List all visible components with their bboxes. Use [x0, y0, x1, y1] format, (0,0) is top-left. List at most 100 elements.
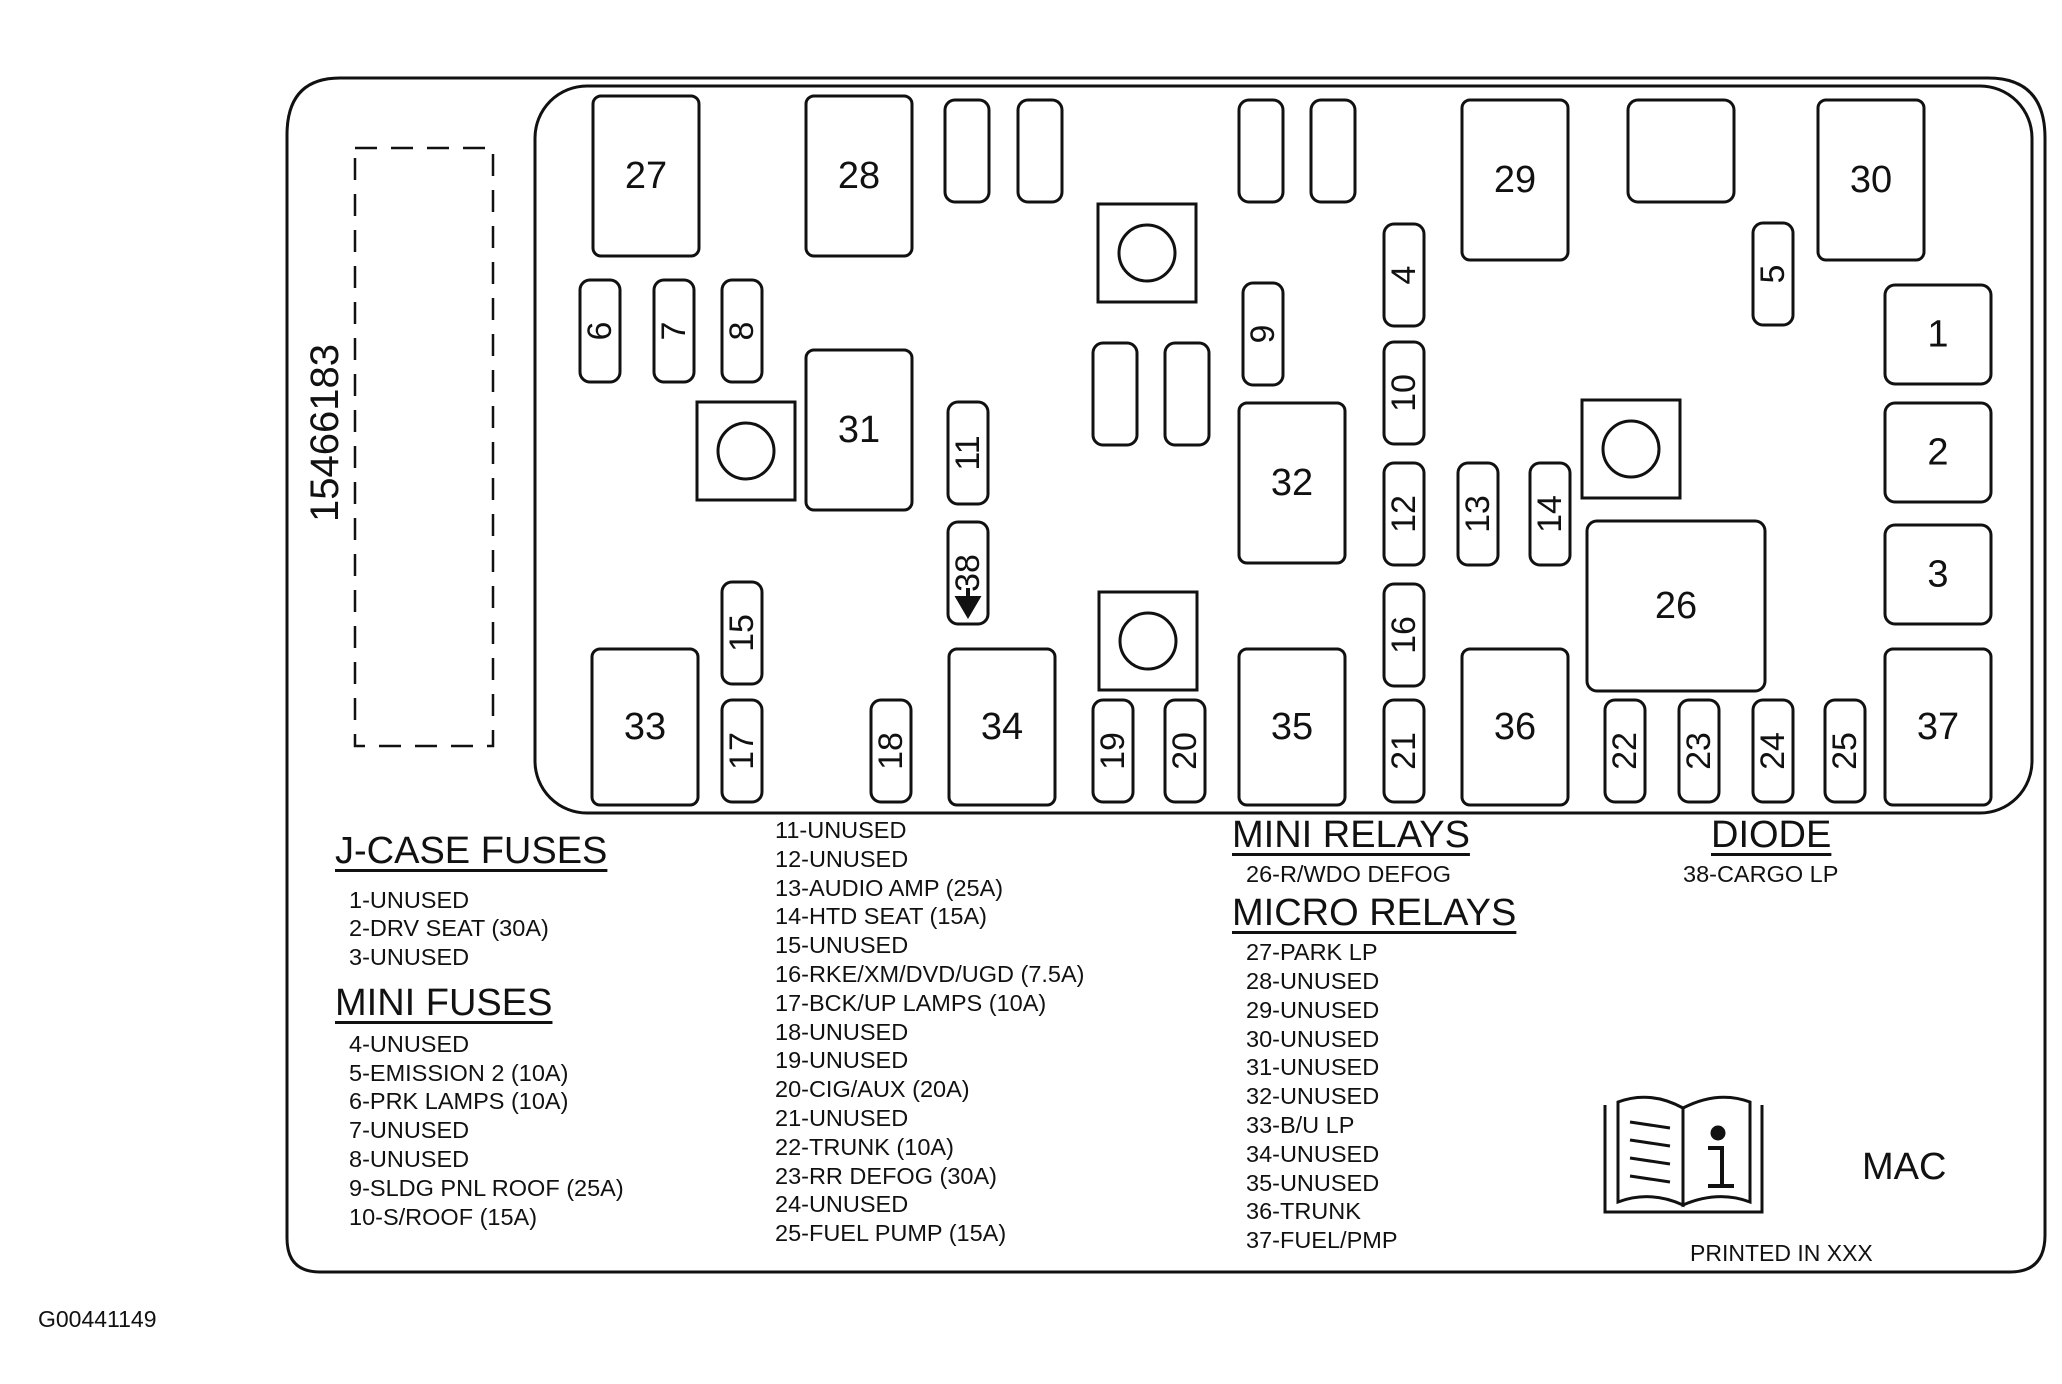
component-f22-outline	[1603, 698, 1647, 804]
component-f25-outline	[1823, 698, 1867, 804]
component-r28-outline	[804, 94, 914, 258]
legend-diode-item: 38-CARGO LP	[1683, 860, 1839, 887]
legend-fuse-item: 23-RR DEFOG (30A)	[775, 1162, 997, 1189]
component-r28-label: 28	[838, 155, 880, 197]
printed-in-text: PRINTED IN XXX	[1690, 1240, 1873, 1266]
component-f15-outline	[720, 580, 764, 686]
component-r32-label: 32	[1271, 462, 1313, 504]
legend-fuse-item: 24-UNUSED	[775, 1191, 909, 1218]
component-f19-label: 19	[1094, 732, 1132, 770]
legend-mini-fuses-title: MINI FUSES	[335, 982, 553, 1025]
empty-slot	[1237, 98, 1285, 204]
component-f23-label: 23	[1680, 732, 1718, 770]
component-f21-label: 21	[1385, 732, 1423, 770]
component-f25-label: 25	[1826, 732, 1864, 770]
legend-mini-fuse-item: 6-PRK LAMPS (10A)	[349, 1088, 569, 1115]
brand-mark: MAC	[1862, 1146, 1947, 1188]
component-r37-label: 37	[1917, 706, 1959, 748]
legend-mini-fuse-item: 9-SLDG PNL ROOF (25A)	[349, 1174, 624, 1201]
legend-mini-fuse-item: 7-UNUSED	[349, 1117, 470, 1144]
empty-slot	[1626, 98, 1736, 204]
legend-fuse-item: 14-HTD SEAT (15A)	[775, 903, 987, 930]
legend-fuse-item: 20-CIG/AUX (20A)	[775, 1076, 970, 1103]
component-f13-label: 13	[1459, 495, 1497, 533]
legend-diode-title: DIODE	[1711, 814, 1832, 856]
empty-slot	[1309, 98, 1357, 204]
component-r34-label: 34	[981, 706, 1023, 748]
component-f10-label: 10	[1385, 374, 1423, 412]
component-r33-label: 33	[624, 706, 666, 748]
legend-mini-fuse-item: 10-S/ROOF (15A)	[349, 1203, 538, 1230]
legend-jcase-item: 3-UNUSED	[349, 944, 470, 971]
legend-micro-relay-item: 33-B/U LP	[1246, 1111, 1355, 1138]
empty-slot	[1091, 341, 1139, 447]
legend-micro-relay-item: 34-UNUSED	[1246, 1140, 1380, 1167]
legend-micro-relay-item: 27-PARK LP	[1246, 939, 1378, 966]
component-r35-outline	[1237, 647, 1347, 807]
legend-mini-fuse-item: 5-EMISSION 2 (10A)	[349, 1059, 569, 1086]
legend-micro-relays-title: MICRO RELAYS	[1232, 892, 1517, 935]
empty-slot	[1016, 98, 1064, 204]
component-r27-outline	[591, 94, 701, 258]
component-f19-outline	[1091, 698, 1135, 804]
component-r27-label: 27	[625, 155, 667, 197]
legend-micro-relay-item: 36-TRUNK	[1246, 1198, 1361, 1225]
legend-micro-relay-item: 37-FUEL/PMP	[1246, 1227, 1398, 1254]
legend-fuse-item: 22-TRUNK (10A)	[775, 1133, 954, 1160]
component-r26-label: 26	[1655, 585, 1697, 627]
part-number: 15466183	[303, 344, 347, 522]
legend-fuse-item: 15-UNUSED	[775, 932, 909, 959]
component-r31-label: 31	[838, 409, 880, 451]
component-r37-outline	[1883, 647, 1993, 807]
component-r30-label: 30	[1850, 159, 1892, 201]
component-d38-label: 38	[949, 554, 987, 592]
component-f12-label: 12	[1385, 495, 1423, 533]
legend-micro-relay-item: 35-UNUSED	[1246, 1169, 1380, 1196]
component-f5-outline	[1751, 221, 1795, 327]
legend-fuse-item: 13-AUDIO AMP (25A)	[775, 874, 1004, 901]
component-f18-label: 18	[872, 732, 910, 770]
component-r36-label: 36	[1494, 706, 1536, 748]
component-f15-label: 15	[723, 614, 761, 652]
dashed-area	[353, 146, 495, 748]
diode-arrow-icon	[954, 588, 982, 619]
legend-mini-relay-item: 26-R/WDO DEFOG	[1246, 860, 1451, 887]
legend-micro-relay-item: 30-UNUSED	[1246, 1025, 1380, 1052]
component-f6-label: 6	[581, 322, 619, 341]
component-f2-outline	[1883, 401, 1993, 504]
legend-mini-relays-title: MINI RELAYS	[1232, 814, 1470, 856]
legend-fuse-item: 19-UNUSED	[775, 1047, 909, 1074]
component-f24-label: 24	[1754, 732, 1792, 770]
component-r30-outline	[1816, 98, 1926, 262]
component-f14-label: 14	[1531, 495, 1569, 533]
component-f11-outline	[946, 400, 990, 506]
component-f4-outline	[1382, 222, 1426, 328]
legend-micro-relay-item: 28-UNUSED	[1246, 967, 1380, 994]
label-card-outline	[285, 76, 2047, 1274]
component-r29-label: 29	[1494, 159, 1536, 201]
component-f14-outline	[1528, 461, 1572, 567]
empty-slot	[943, 98, 991, 204]
component-f3-label: 3	[1927, 554, 1948, 596]
component-f23-outline	[1677, 698, 1721, 804]
legend-column-4: DIODE 38-CARGO LP	[1683, 814, 1838, 888]
component-f5-label: 5	[1754, 265, 1792, 284]
component-f12-outline	[1382, 461, 1426, 567]
component-f9-outline	[1241, 281, 1285, 387]
component-f8-label: 8	[723, 322, 761, 341]
component-r26-outline	[1585, 519, 1767, 693]
component-f17-outline	[720, 698, 764, 804]
component-f10-outline	[1382, 340, 1426, 446]
component-f11-label: 11	[949, 435, 987, 470]
legend-mini-fuse-item: 8-UNUSED	[349, 1145, 470, 1172]
legend-mini-relays-list: 26-R/WDO DEFOG	[1232, 860, 1516, 889]
component-f6-outline	[578, 278, 622, 384]
mount-boss-4	[1580, 398, 1682, 500]
component-f16-outline	[1382, 582, 1426, 688]
legend-column-3: MINI RELAYS 26-R/WDO DEFOG MICRO RELAYS …	[1232, 814, 1516, 1255]
